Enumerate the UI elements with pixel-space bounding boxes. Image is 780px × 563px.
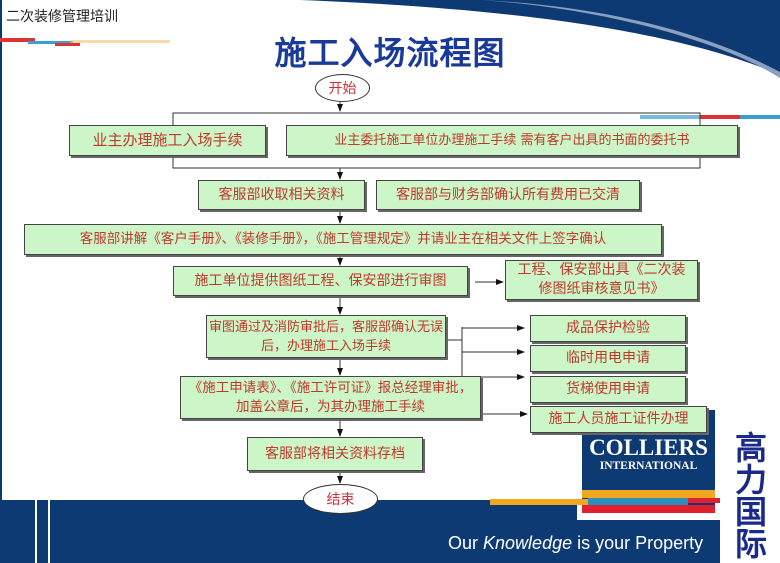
tagline-knowledge: Knowledge — [483, 533, 573, 553]
chinese-name-panel — [720, 430, 780, 563]
tagline-our: Our — [448, 533, 479, 553]
accent-bar — [28, 41, 73, 44]
step-collect-docs: 客服部收取相关资料 — [198, 180, 365, 210]
step-explain-manuals: 客服部讲解《客户手册》、《装修手册》，《施工管理规定》并请业主在相关文件上签字确… — [24, 224, 662, 255]
start-node: 开始 — [315, 74, 370, 102]
step-owner-delegate: 业主委托施工单位办理施工手续 需有客户出具的书面的委托书 — [286, 125, 738, 156]
slide-title: 施工入场流程图 — [274, 34, 506, 72]
step-permit-approval: 《施工申请表》、《施工许可证》报总经理审批，加盖公章后，为其办理施工手续 — [180, 376, 481, 419]
step-archive: 客服部将相关资料存档 — [247, 437, 423, 471]
chinese-company-name: 高力国际 — [734, 429, 767, 563]
logo-stripe — [490, 499, 590, 505]
step-temp-power: 临时用电申请 — [530, 345, 686, 372]
step-owner-self: 业主办理施工入场手续 — [69, 125, 266, 156]
tagline: Our Knowledge is your Property — [448, 533, 703, 554]
logo-stripe — [582, 505, 715, 513]
accent-bar — [700, 115, 740, 119]
colliers-logo: COLLIERS INTERNATIONAL — [582, 436, 715, 526]
course-title: 二次装修管理培训 — [6, 9, 118, 25]
step-elevator-use: 货梯使用申请 — [530, 376, 686, 403]
step-worker-permit: 施工人员施工证件办理 — [530, 406, 707, 433]
accent-bar — [0, 38, 35, 42]
accent-bar — [55, 43, 80, 46]
bottom-divider — [35, 500, 37, 563]
top-swoosh — [300, 0, 780, 75]
accent-bar — [640, 115, 700, 119]
logo-stripe — [582, 490, 715, 498]
step-drawing-review: 施工单位提供图纸工程、保安部进行审图 — [173, 266, 468, 296]
accent-bar — [740, 115, 780, 119]
left-edge — [0, 0, 2, 563]
tagline-rest: is your Property — [577, 533, 704, 553]
logo-line1: COLLIERS — [589, 435, 708, 460]
bottom-divider — [48, 500, 50, 563]
end-node: 结束 — [303, 484, 378, 514]
step-approval-entry: 审图通过及消防审批后，客服部确认无误后，办理施工入场手续 — [206, 315, 446, 358]
logo-line2: INTERNATIONAL — [599, 460, 698, 472]
step-protection-check: 成品保护检验 — [530, 315, 686, 342]
step-confirm-fees: 客服部与财务部确认所有费用已交清 — [376, 180, 640, 210]
logo-stripe — [588, 498, 688, 505]
accent-bar — [70, 40, 170, 43]
step-review-opinion: 工程、保安部出具《二次装修图纸审核意见书》 — [505, 260, 698, 300]
